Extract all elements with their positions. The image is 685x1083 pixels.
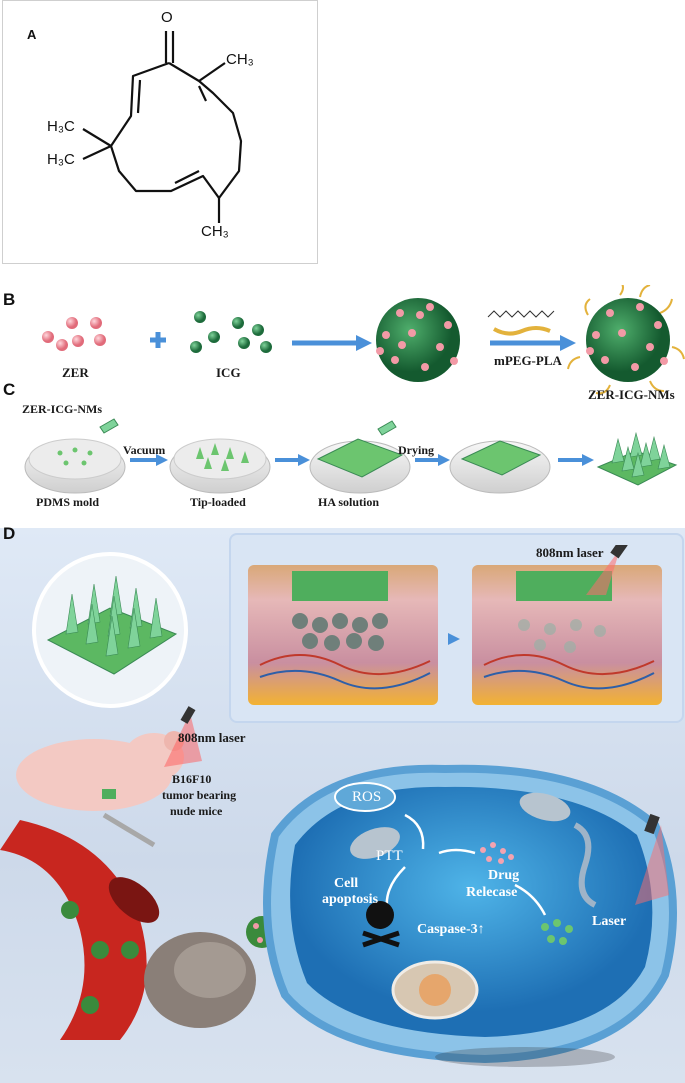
icg-molecules [190,311,272,353]
laser-beam-icon [586,549,620,595]
apoptosis-line1: Cell [334,876,359,891]
laser-label-cell: Laser [592,914,627,929]
mouse-label-line2: tumor bearing [162,788,237,802]
icg-release-dots [541,919,573,945]
panel-label-b: B [3,290,16,309]
golgi-icon [573,822,597,908]
methyl-label-top: CH₃ [226,51,254,68]
laser-label-skin: 808nm laser [536,545,604,560]
panel-label-c: C [3,380,16,399]
nanoparticle-core [376,298,460,382]
nanoparticle-in-vessel-icon [61,901,139,1014]
polymer-chain-icon [493,326,551,336]
mpeg-pla-label: mPEG-PLA [494,353,562,368]
drug-release-line2: Relecase [466,885,518,900]
skin-before [248,565,438,705]
tip-loaded-label: Tip-loaded [190,495,246,509]
nude-mouse-illustration [16,706,202,848]
ha-solution-label: HA solution [318,495,380,509]
drug-release-line1: Drug [488,868,520,883]
laser-label-mouse: 808nm laser [178,730,246,745]
laser-beam-icon [635,825,669,905]
skull-icon [362,901,400,948]
drying-label: Drying [398,443,434,457]
mitochondria-icon [350,792,571,859]
patch-magnifier [32,552,188,708]
zer-molecules [42,317,106,351]
drug-release-dots [480,842,514,864]
tumor-cell-illustration [263,764,677,1067]
arrow-icon [558,454,594,466]
skin-cross-sections [248,545,662,705]
panel-label-a: A [27,27,37,42]
microneedle-patch [596,431,678,486]
mouse-label-line1: B16F10 [172,772,212,786]
ha-solution-dish [309,420,411,494]
nm-loading-label: ZER-ICG-NMs [22,402,102,416]
laser-device-icon [644,813,660,835]
ros-label: ROS [352,789,382,805]
panel-a-structure: A O CH₃ H₃C H₃C CH₃ [2,0,318,264]
icg-label: ICG [216,365,241,380]
vacuum-label: Vacuum [123,443,166,457]
caspase-label: Caspase-3↑ [417,922,485,937]
ptt-label: PTT [376,848,403,864]
arrow-icon [448,633,460,645]
plus-icon [150,332,166,348]
arrow-icon [415,454,450,466]
mpeg-pla-structure [487,310,555,318]
laser-beam-icon [164,713,202,767]
nucleus-icon [391,960,479,1020]
arrow-icon [490,335,576,351]
methyl-label-upper-left: H₃C [47,118,75,135]
pdms-mold-dish [24,418,126,494]
tumor-mass [144,932,256,1028]
panel-label-d: D [3,524,16,543]
ros-bubble [334,782,396,812]
zer-icg-nms-label: ZER-ICG-NMs [588,387,675,402]
zer-label: ZER [62,365,89,380]
arrow-icon [275,454,310,466]
methyl-label-bottom: CH₃ [201,223,229,240]
arrow-icon [292,335,372,351]
coated-nanoparticle [567,285,685,395]
laser-device-icon [610,545,628,559]
microneedle-patch-icon [102,789,116,799]
panel-b-illustration [42,285,685,395]
mouse-label-line3: nude mice [170,804,223,818]
pdms-mold-label: PDMS mold [36,495,99,509]
carbonyl-oxygen-label: O [161,9,173,26]
methyl-label-lower-left: H₃C [47,151,75,168]
tip-loaded-dish [169,438,271,494]
apoptosis-line2: apoptosis [322,892,379,907]
zerumbone-structure [82,31,243,223]
syringe-icon [102,812,156,848]
panel-c-illustration [24,418,678,494]
skin-after [472,545,662,705]
blood-vessel-illustration [0,820,278,1040]
arrow-icon [130,454,168,466]
laser-device-icon [180,706,196,724]
dried-dish [449,440,551,494]
